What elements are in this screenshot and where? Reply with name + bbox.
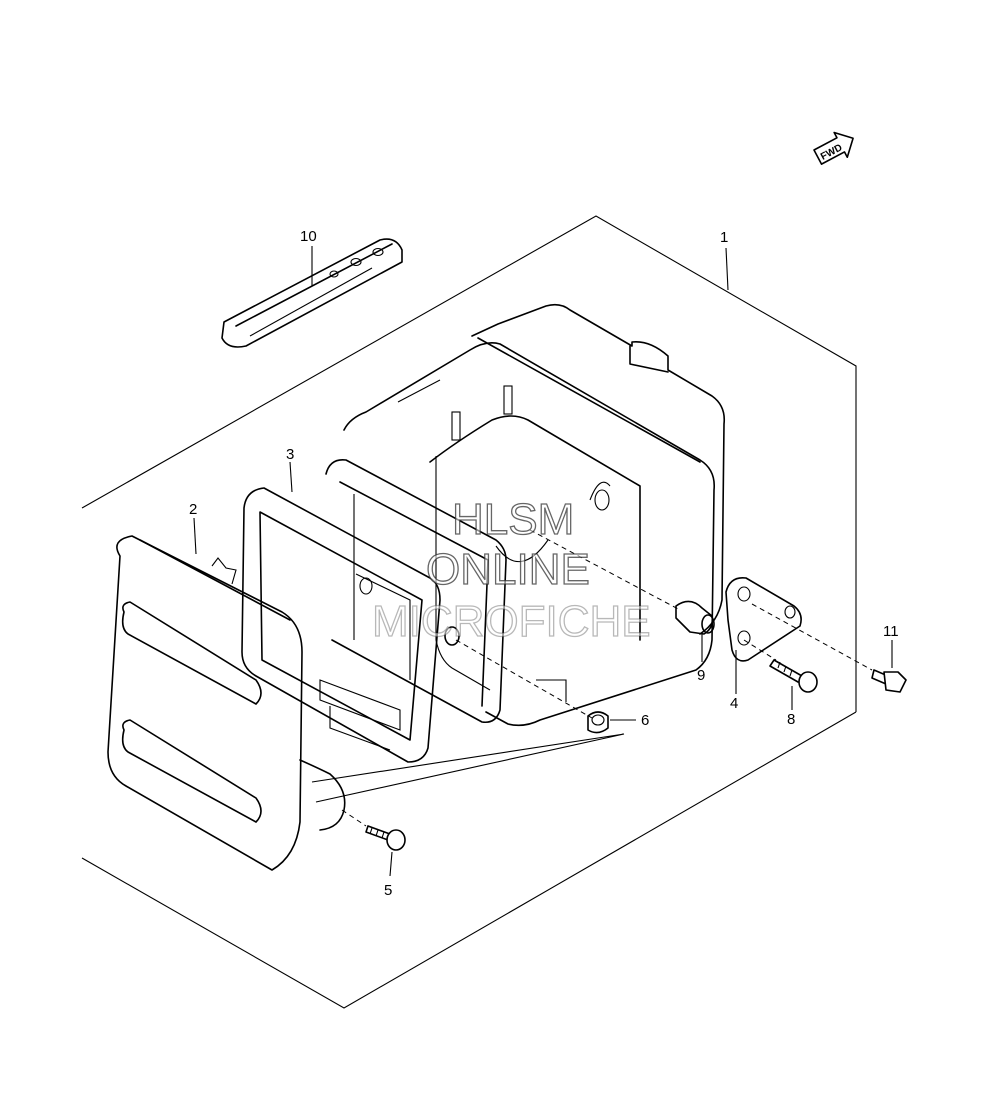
part-11-bolt [871, 669, 907, 693]
part-8-screw [769, 659, 818, 693]
fwd-arrow-icon: FWD [813, 131, 854, 165]
callout-1: 1 [720, 229, 728, 246]
part-6-grommet [587, 711, 609, 734]
callout-9: 9 [697, 667, 705, 684]
part-1-housing [343, 303, 726, 727]
part-9-grommet [675, 600, 715, 635]
part-5-screw [365, 825, 406, 851]
fastener-line-11 [751, 603, 873, 671]
fastener-line-6 [455, 639, 593, 719]
assembly-box [81, 215, 857, 712]
callout-6: 6 [641, 712, 649, 729]
fastener-line-9 [529, 529, 681, 611]
watermark-line-3: MICROFICHE [372, 597, 651, 646]
part-4-plate [725, 576, 802, 662]
part-2-lens [107, 535, 346, 871]
fastener-line-5 [341, 809, 367, 827]
part-10-bracket [221, 238, 403, 348]
callout-4: 4 [730, 695, 738, 712]
callout-10: 10 [300, 228, 317, 245]
watermark-line-2: ONLINE [426, 545, 590, 594]
leader-2 [193, 517, 197, 555]
leader-1 [725, 247, 729, 291]
leader-5 [389, 851, 393, 877]
part-3-gasket [241, 458, 507, 763]
watermark-line-1: HLSM [452, 495, 574, 544]
leader-3 [289, 461, 293, 493]
callout-5: 5 [384, 882, 392, 899]
callout-8: 8 [787, 711, 795, 728]
callout-2: 2 [189, 501, 197, 518]
callout-11: 11 [883, 623, 899, 640]
fastener-line-8 [743, 639, 777, 661]
leader-6-to-5 [311, 733, 625, 803]
callout-3: 3 [286, 446, 294, 463]
assembly-box-bottom [81, 711, 857, 1009]
